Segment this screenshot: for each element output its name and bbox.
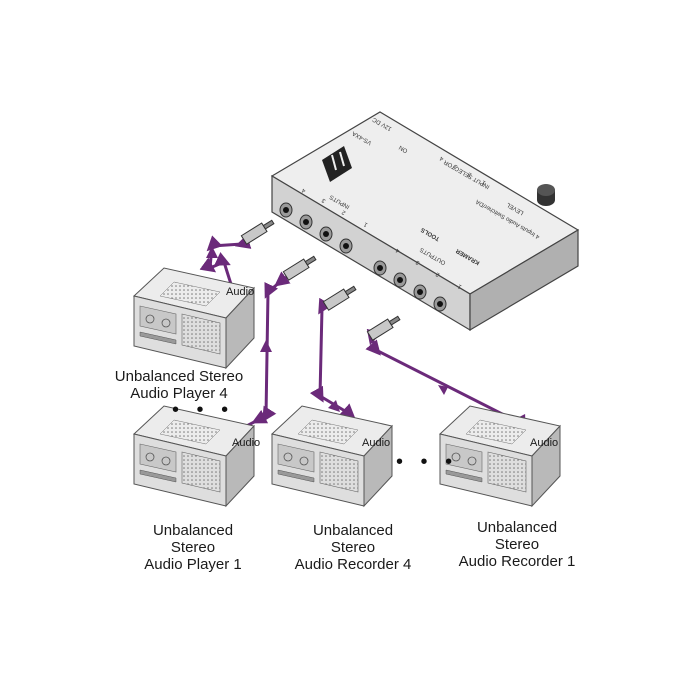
on-label: ON bbox=[398, 144, 409, 154]
selector-number: 3 bbox=[453, 162, 459, 169]
caption-line: Audio Player 4 bbox=[130, 385, 228, 402]
caption-player1: Unbalanced Stereo Audio Player 1 bbox=[118, 522, 268, 573]
caption-line: Unbalanced bbox=[476, 519, 558, 536]
selector-number: 1 bbox=[481, 178, 487, 185]
input-jack-4 bbox=[279, 202, 293, 218]
caption-line: Unbalanced bbox=[312, 522, 394, 539]
selector-number: 2 bbox=[467, 170, 473, 177]
level-knob-icon bbox=[537, 184, 555, 206]
audio-player-1-icon bbox=[133, 405, 255, 507]
caption-line: Stereo bbox=[330, 539, 376, 556]
caption-line: Stereo bbox=[170, 539, 216, 556]
caption-line: Audio Recorder 1 bbox=[458, 553, 576, 570]
output-number: 4 bbox=[395, 246, 401, 253]
plug-connectors bbox=[240, 219, 401, 341]
output-number: 1 bbox=[457, 282, 463, 289]
audio-recorder-4-icon bbox=[271, 405, 393, 507]
port-label-player4: Audio bbox=[226, 286, 255, 298]
selector-number: 4 bbox=[439, 154, 445, 161]
input-jack-1 bbox=[339, 238, 353, 254]
input-number: 2 bbox=[341, 208, 347, 215]
caption-recorder4: Unbalanced Stereo Audio Recorder 4 bbox=[278, 522, 428, 573]
switcher-device: VS-4XA 12V DC ON INPUT SELECTOR LEVEL 4 … bbox=[270, 111, 580, 332]
port-label-recorder4: Audio bbox=[362, 437, 391, 449]
ellipsis-players: • • • bbox=[172, 399, 235, 421]
output-jack-1 bbox=[433, 296, 447, 312]
output-jack-4 bbox=[373, 260, 387, 276]
input-number: 4 bbox=[301, 186, 307, 193]
input-jack-3 bbox=[299, 214, 313, 230]
output-number: 3 bbox=[415, 258, 421, 265]
port-label-recorder1: Audio bbox=[530, 437, 559, 449]
cable-player1 bbox=[211, 264, 303, 446]
audio-player-4-icon bbox=[133, 267, 255, 369]
caption-line: Unbalanced Stereo bbox=[114, 368, 244, 385]
kramer-logo-icon bbox=[322, 146, 352, 182]
port-label-player1: Audio bbox=[232, 437, 261, 449]
output-jack-2 bbox=[413, 284, 427, 300]
caption-line: Audio Recorder 4 bbox=[294, 556, 412, 573]
input-jack-2 bbox=[319, 226, 333, 242]
caption-line: Unbalanced bbox=[152, 522, 234, 539]
output-number: 2 bbox=[435, 270, 441, 277]
output-jack-3 bbox=[393, 272, 407, 288]
ellipsis-recorders: • • • bbox=[396, 451, 459, 473]
input-number: 3 bbox=[321, 196, 327, 203]
caption-line: Stereo bbox=[494, 536, 540, 553]
caption-player4: Unbalanced Stereo Audio Player 4 bbox=[104, 368, 254, 402]
caption-recorder1: Unbalanced Stereo Audio Recorder 1 bbox=[442, 519, 592, 570]
input-number: 1 bbox=[363, 220, 369, 227]
caption-line: Audio Player 1 bbox=[144, 556, 242, 573]
